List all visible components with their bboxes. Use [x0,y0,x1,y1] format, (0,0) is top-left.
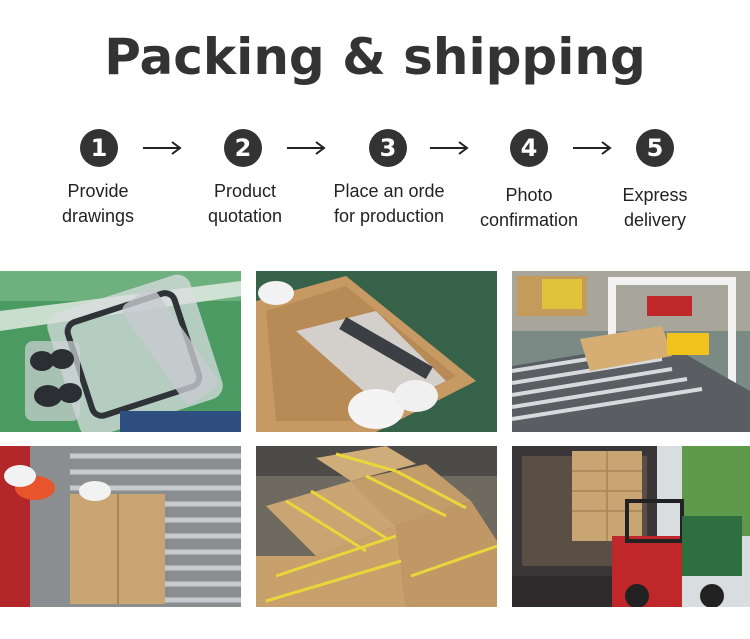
step-3-label-line2: for production [333,206,445,226]
step-2-label: Product quotation [185,179,305,229]
page-title: Packing & shipping [104,28,646,86]
step-1-badge: 1 [80,129,118,167]
photo-taping-box-on-rollers [0,446,241,607]
step-4-label-line2: confirmation [479,210,579,230]
step-5-label: Express delivery [595,183,715,233]
photo-boxing-part [256,271,497,432]
arrow-right-icon [430,141,469,155]
step-3-label-line1: Place an orde [333,181,445,201]
arrow-right-icon [143,141,182,155]
step-2-badge: 2 [224,129,262,167]
step-2-label-line1: Product [213,181,277,201]
photo-strapped-boxes-pallet [256,446,497,607]
photo-wrapped-parts [0,271,241,432]
step-1-label: Provide drawings [38,179,158,229]
step-5-badge: 5 [636,129,674,167]
step-2-label-line2: quotation [207,206,283,226]
arrow-right-icon [287,141,326,155]
step-5-label-line2: delivery [623,210,687,230]
arrow-right-icon [573,141,612,155]
step-3-badge: 3 [369,129,407,167]
photo-box-sealing-conveyor [512,271,750,432]
step-1-label-line2: drawings [61,206,135,226]
step-4-label-line1: Photo [505,185,553,205]
step-1-label-line1: Provide [67,181,129,201]
step-5-label-line1: Express [622,185,688,205]
step-4-badge: 4 [510,129,548,167]
photo-forklift-loading-truck [512,446,750,607]
step-3-label: Place an orde for production [318,179,460,229]
step-4-label: Photo confirmation [468,183,590,233]
